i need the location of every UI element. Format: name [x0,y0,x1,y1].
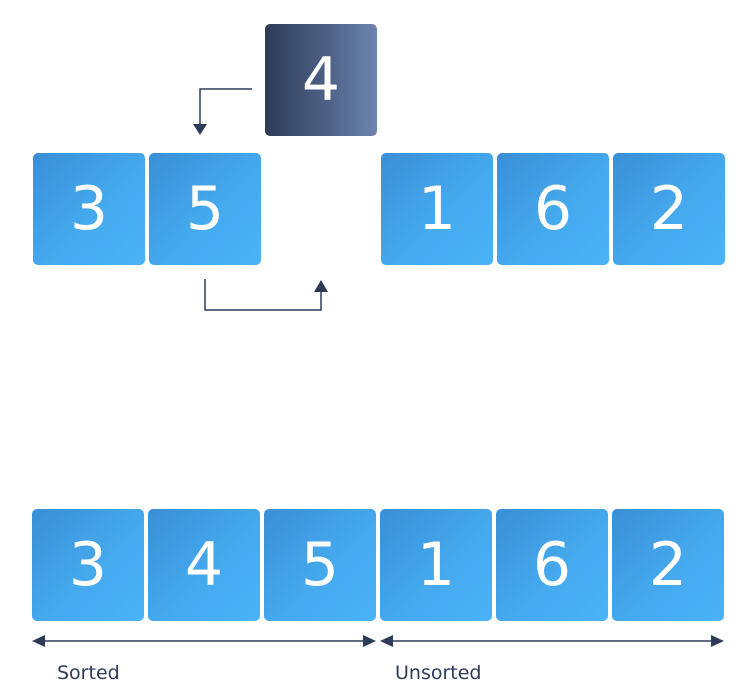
bottom-box-1: 3 [32,509,144,621]
box-value: 3 [68,530,108,600]
sorted-span-arrow [32,635,376,647]
unsorted-span-arrow [380,635,724,647]
box-value: 6 [533,174,573,244]
shift-arrow [204,279,328,311]
bottom-box-3: 5 [264,509,376,621]
top-sorted-box-1: 3 [33,153,145,265]
top-sorted-box-2: 5 [149,153,261,265]
key-value: 4 [301,45,341,115]
box-value: 1 [417,174,457,244]
box-value: 2 [648,530,688,600]
key-box: 4 [265,24,377,136]
unsorted-label: Unsorted [395,662,482,684]
box-value: 1 [416,530,456,600]
top-unsorted-box-3: 2 [613,153,725,265]
insert-arrow [193,88,252,135]
top-unsorted-box-2: 6 [497,153,609,265]
sorted-label: Sorted [57,662,120,684]
bottom-box-6: 2 [612,509,724,621]
box-value: 2 [649,174,689,244]
box-value: 4 [184,530,224,600]
bottom-box-2: 4 [148,509,260,621]
bottom-box-5: 6 [496,509,608,621]
box-value: 6 [532,530,572,600]
box-value: 3 [69,174,109,244]
box-value: 5 [185,174,225,244]
top-unsorted-box-1: 1 [381,153,493,265]
bottom-box-4: 1 [380,509,492,621]
box-value: 5 [300,530,340,600]
